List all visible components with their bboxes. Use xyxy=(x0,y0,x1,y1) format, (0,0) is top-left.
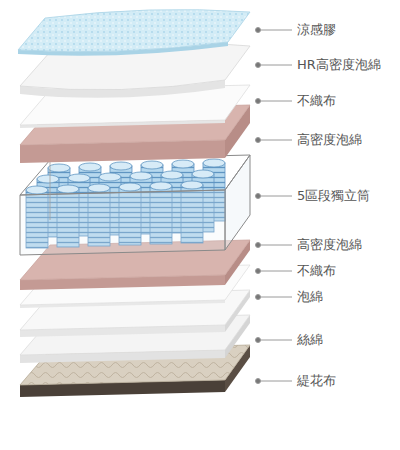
layer-label: 絲綿 xyxy=(297,332,323,348)
layer-label: 高密度泡綿 xyxy=(297,237,362,253)
layer-label: 5區段獨立筒 xyxy=(297,188,370,204)
layer-label: 不織布 xyxy=(297,263,336,279)
layer-label: 緹花布 xyxy=(297,373,336,389)
layer-label: 高密度泡綿 xyxy=(297,132,362,148)
layer-label: HR高密度泡綿 xyxy=(297,57,381,73)
layer-label: 泡綿 xyxy=(297,289,323,305)
layer-label: 涼感膠 xyxy=(297,22,336,38)
layer-label: 不織布 xyxy=(297,93,336,109)
